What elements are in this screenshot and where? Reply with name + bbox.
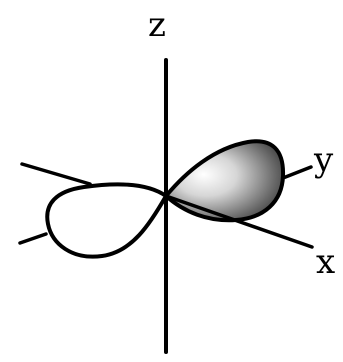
x-axis-back <box>18 232 48 245</box>
y-axis-back <box>20 162 92 186</box>
left-lobe <box>45 182 168 259</box>
x-label: x <box>316 242 335 282</box>
right-lobe <box>164 139 286 223</box>
y-label: y <box>313 140 334 180</box>
y-axis <box>281 165 313 180</box>
z-label: z <box>148 5 166 45</box>
x-axis <box>164 194 314 249</box>
